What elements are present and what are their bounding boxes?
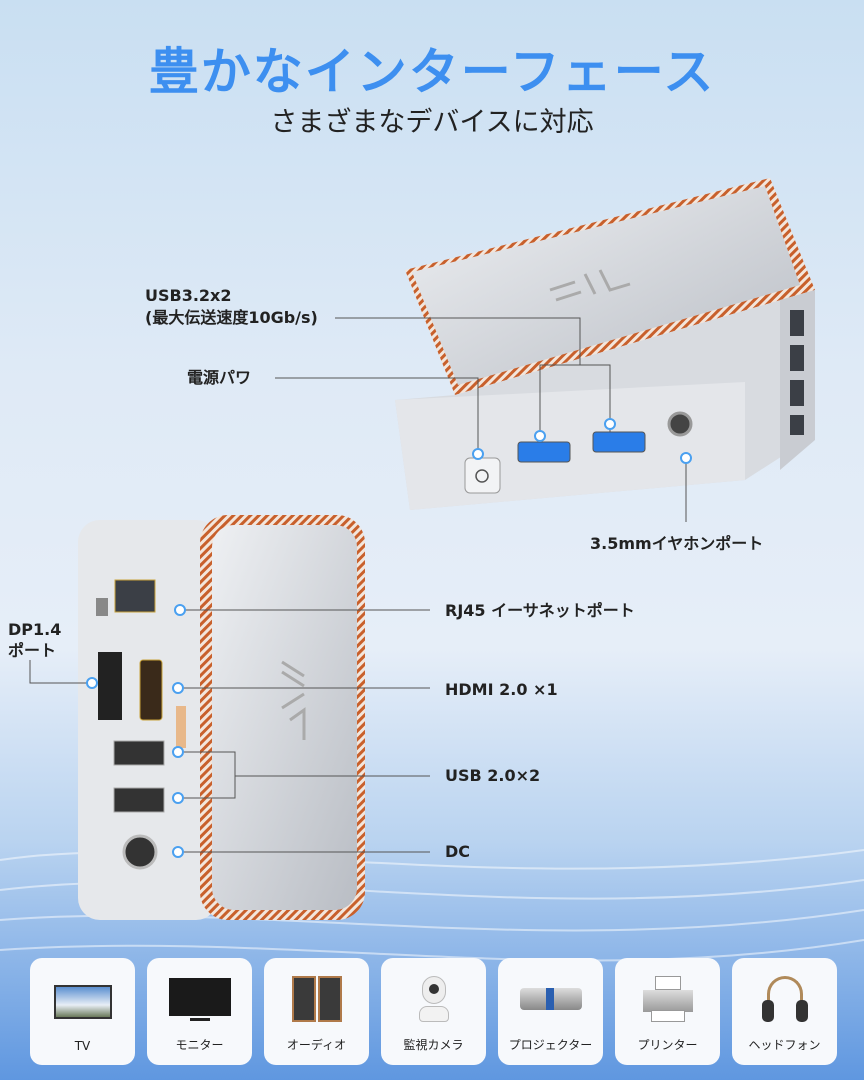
hdmi-label: HDMI 2.0 ×1 (445, 680, 558, 699)
device-label: 監視カメラ (403, 1038, 464, 1052)
audio-jack (667, 411, 693, 437)
usb3-port (592, 431, 646, 453)
hdmi-port (139, 659, 163, 721)
usb2-port (113, 787, 165, 813)
speakers-icon (282, 976, 352, 1022)
device-label: ヘッドフォン (748, 1038, 821, 1052)
monitor-icon (165, 976, 235, 1022)
logo (549, 269, 631, 302)
printer-icon (633, 976, 703, 1022)
usb3-port (517, 441, 571, 463)
mini-pc-rear (78, 515, 365, 920)
device-cards: TV モニター オーディオ 監視カメラ プロジェクター プリンター ヘッドフォン (30, 958, 837, 1065)
device-card-monitor: モニター (147, 958, 252, 1065)
page-title: 豊かなインターフェース (148, 43, 716, 101)
power-button (464, 457, 501, 494)
device-label: オーディオ (286, 1038, 347, 1052)
usb20-label: USB 2.0×2 (445, 766, 541, 785)
mini-pc-front (395, 178, 815, 510)
device-card-camera: 監視カメラ (381, 958, 486, 1065)
device-label: プロジェクター (508, 1038, 593, 1052)
dc-jack (122, 834, 158, 870)
device-card-audio: オーディオ (264, 958, 369, 1065)
usb2-port (113, 740, 165, 766)
dc-label: DC (445, 842, 471, 861)
device-label: TV (74, 1039, 91, 1053)
port-markers (86, 418, 692, 858)
usb32-speed-label: (最大伝送速度10Gb/s) (145, 308, 318, 327)
dp-port (98, 652, 122, 720)
headphones-icon (750, 976, 820, 1022)
device-card-printer: プリンター (615, 958, 720, 1065)
device-label: モニター (175, 1038, 224, 1052)
page-subtitle: さまざまなデバイスに対応 (270, 107, 594, 138)
projector-icon (516, 976, 586, 1022)
power-icon (475, 469, 489, 483)
usb32-label: USB3.2x2 (145, 286, 232, 305)
dp-label: DP1.4 (8, 620, 62, 639)
logo (281, 660, 306, 740)
leader-lines (29, 317, 687, 853)
device-card-headphones: ヘッドフォン (732, 958, 837, 1065)
power-label: 電源パワ (187, 368, 252, 387)
rj45-label: RJ45 イーサネットポート (445, 601, 635, 620)
device-card-tv: TV (30, 958, 135, 1065)
tv-icon (48, 979, 118, 1025)
rj45-port (114, 579, 156, 613)
camera-icon (399, 976, 469, 1022)
audio-label: 3.5mmイヤホンポート (590, 534, 764, 553)
dp-port-label: ポート (8, 641, 57, 660)
device-label: プリンター (637, 1038, 698, 1052)
device-card-projector: プロジェクター (498, 958, 603, 1065)
